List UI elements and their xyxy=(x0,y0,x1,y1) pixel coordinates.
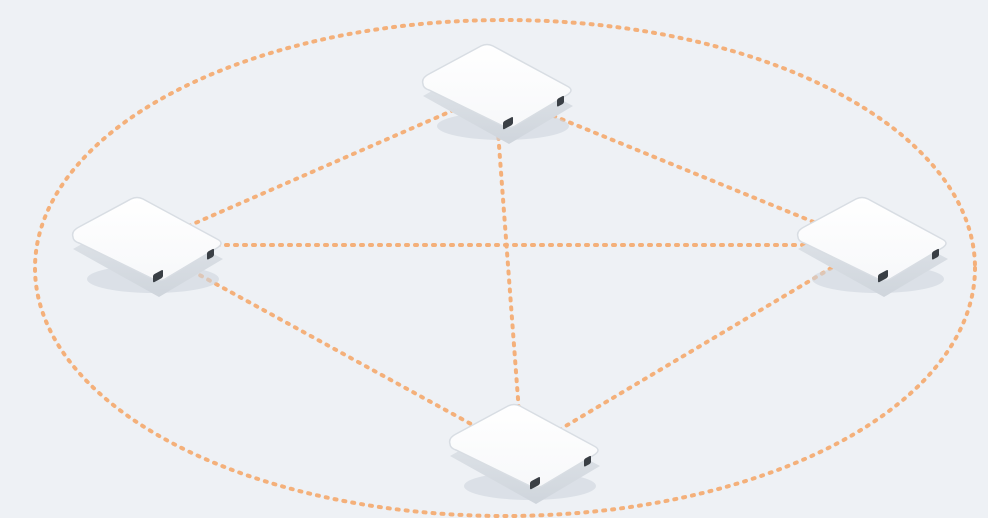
diagram-canvas xyxy=(0,0,988,518)
mesh-network-diagram xyxy=(0,0,988,518)
